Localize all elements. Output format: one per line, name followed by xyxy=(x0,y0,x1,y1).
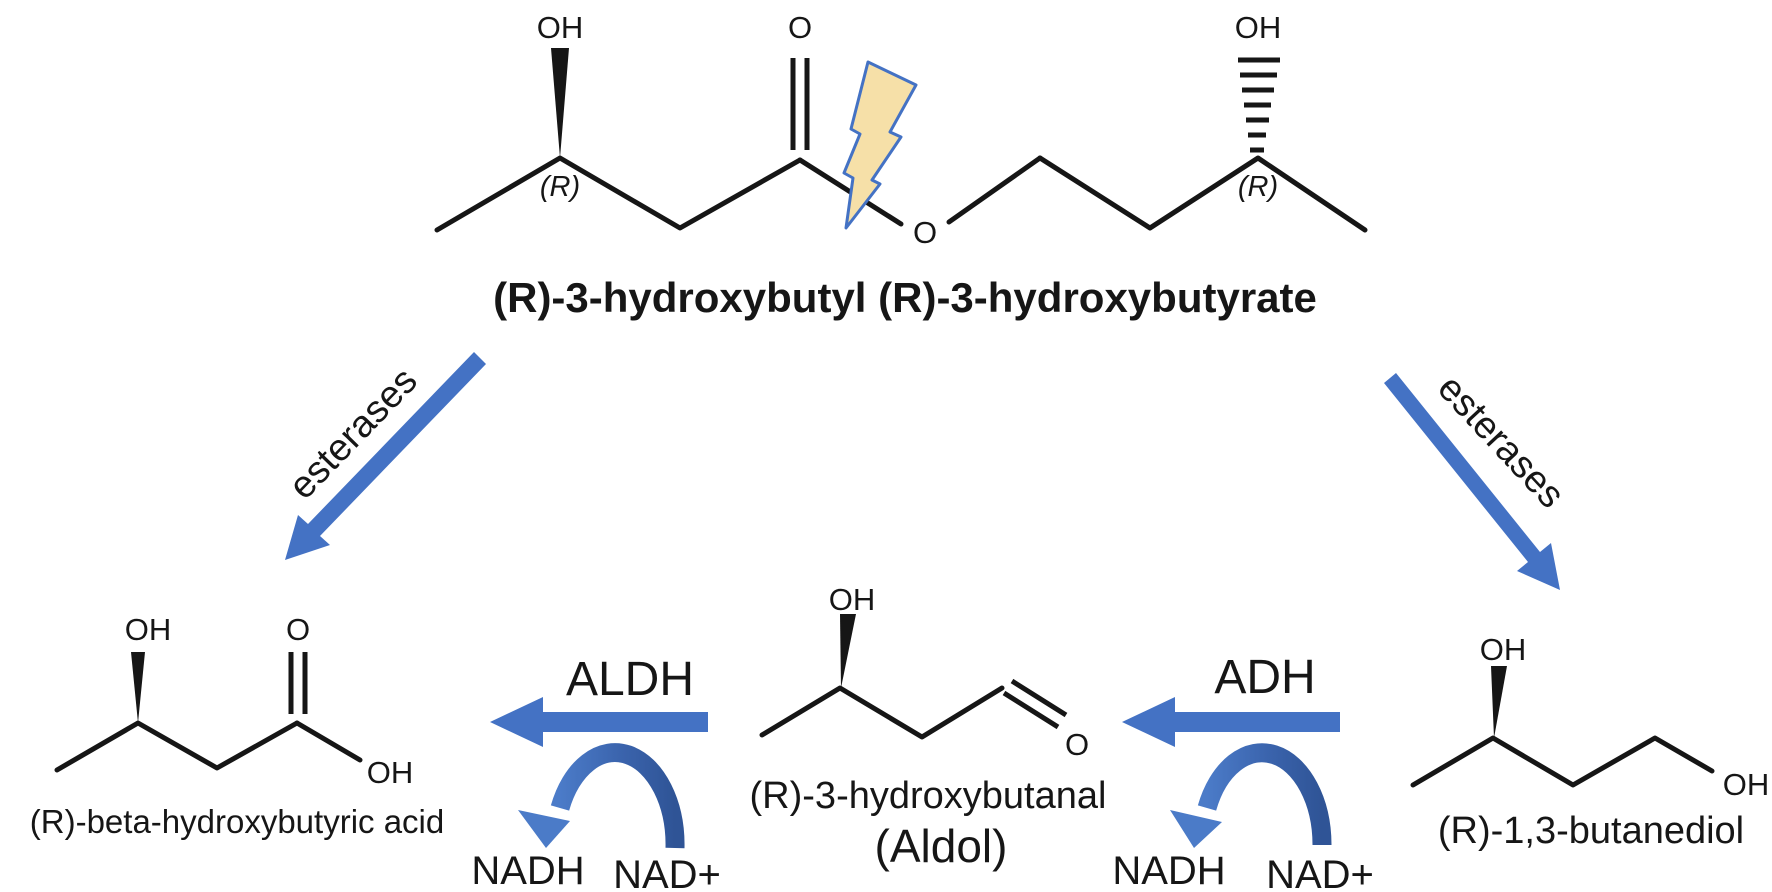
aldh-nad-label: NAD+ xyxy=(613,853,721,892)
nad-cycle-arrowhead-adh xyxy=(1170,810,1222,848)
carbonyl-o-label: O xyxy=(788,10,812,45)
lightning-bolt-icon xyxy=(842,60,918,230)
adh-reaction-group: ADH NADH NAD+ xyxy=(1112,651,1374,892)
oh-left-label: OH xyxy=(537,10,584,45)
r-left-label: (R) xyxy=(540,171,580,203)
aldehyde-molecule: OH O (R)-3-hydroxybutanal (Aldol) xyxy=(750,582,1107,872)
bond-chain-left xyxy=(434,155,803,233)
bond-chain xyxy=(1410,735,1715,788)
oh-end-label: OH xyxy=(1723,767,1770,802)
adh-label: ADH xyxy=(1214,651,1315,704)
esterases-arrow-left xyxy=(285,352,486,560)
acid-molecule: OH O OH (R)-beta-hydroxybutyric acid xyxy=(30,612,444,840)
diol-molecule: OH OH (R)-1,3-butanediol xyxy=(1410,632,1770,852)
oh-top-label: OH xyxy=(1480,632,1527,667)
adh-nad-label: NAD+ xyxy=(1266,853,1374,892)
oh-top-label: OH xyxy=(829,582,876,617)
acid-name: (R)-beta-hydroxybutyric acid xyxy=(30,803,444,840)
aldh-arrow xyxy=(490,697,708,747)
hash-bond-right xyxy=(1238,57,1280,153)
aldh-nadh-label: NADH xyxy=(471,849,584,892)
wedge-bond xyxy=(840,614,856,688)
top-molecule: OH (R) O O OH (R) (R)-3-hydroxybutyl (R)… xyxy=(434,10,1368,321)
oh-top-label: OH xyxy=(125,612,172,647)
wedge-bond-left xyxy=(551,48,569,158)
ester-o-label: O xyxy=(913,215,937,250)
wedge-bond xyxy=(1491,666,1507,738)
aldehyde-o-label: O xyxy=(1065,727,1089,762)
bond-chain xyxy=(759,685,1005,740)
bond-chain-right xyxy=(1037,155,1368,233)
aldehyde-name: (R)-3-hydroxybutanal xyxy=(750,775,1107,817)
aldh-reaction-group: ALDH NADH NAD+ xyxy=(471,653,721,892)
aldh-label: ALDH xyxy=(566,653,694,706)
bond-o-to-chain xyxy=(946,155,1043,225)
esterases-right-group: esterases xyxy=(1384,367,1572,590)
nad-cycle-arc-adh xyxy=(1197,743,1332,846)
nad-cycle-arc-aldh xyxy=(550,743,685,849)
r-right-label: (R) xyxy=(1238,171,1278,203)
nad-cycle-arrowhead-aldh xyxy=(518,810,570,848)
carbonyl-o-label: O xyxy=(286,612,310,647)
diol-name: (R)-1,3-butanediol xyxy=(1438,810,1744,852)
adh-nadh-label: NADH xyxy=(1112,849,1225,892)
oh-right-label: OH xyxy=(1235,10,1282,45)
acid-oh-label: OH xyxy=(367,755,414,790)
wedge-bond xyxy=(131,652,145,723)
bond-chain xyxy=(54,720,300,773)
aldehyde-alt-name: (Aldol) xyxy=(875,820,1008,872)
esterases-arrow-right xyxy=(1384,373,1560,590)
bond-to-acid-oh xyxy=(294,720,363,763)
aldehyde-double-bond xyxy=(1002,690,1060,730)
aldehyde-double-bond xyxy=(1010,678,1068,718)
top-molecule-name: (R)-3-hydroxybutyl (R)-3-hydroxybutyrate xyxy=(493,274,1317,321)
esterases-left-group: esterases xyxy=(281,352,486,560)
adh-arrow xyxy=(1122,697,1340,747)
